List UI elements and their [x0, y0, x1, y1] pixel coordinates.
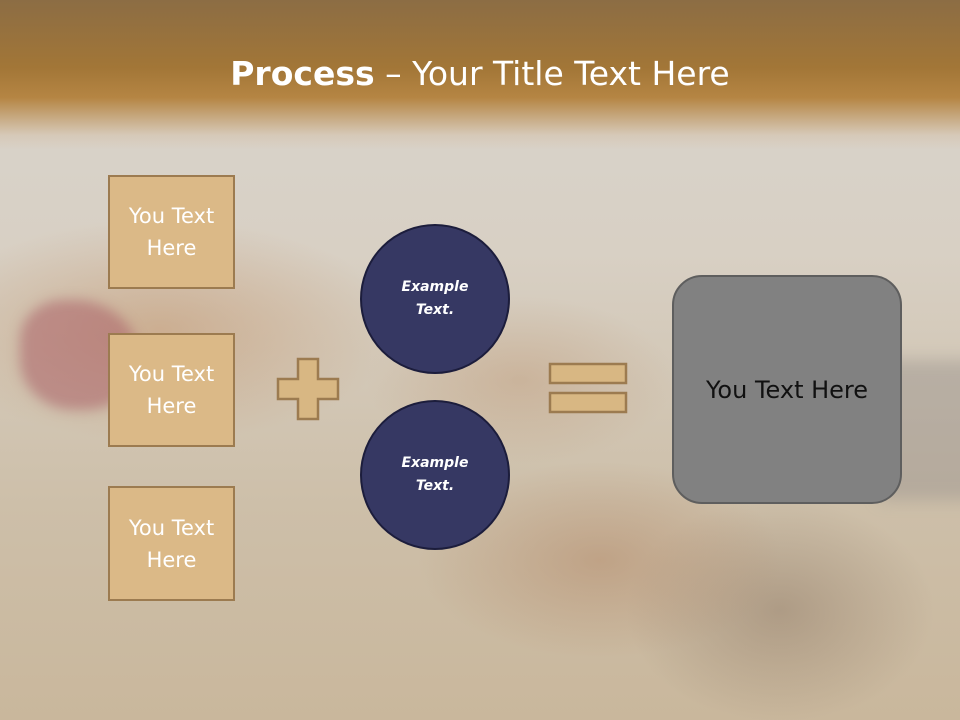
result-label: You Text Here [705, 375, 869, 404]
title-rest: – Your Title Text Here [374, 54, 730, 93]
text-box-1[interactable]: You Text Here [108, 175, 235, 289]
result-box[interactable]: You Text Here [672, 275, 902, 504]
example-circle-1[interactable]: Example Text. [360, 224, 510, 374]
text-box-label: You Text Here [128, 362, 215, 418]
text-box-label: You Text Here [128, 204, 215, 260]
example-circle-2[interactable]: Example Text. [360, 400, 510, 550]
plus-icon [276, 357, 340, 421]
title-bold: Process [230, 54, 375, 93]
circle-label: Example Text. [401, 455, 469, 494]
text-box-label: You Text Here [128, 515, 215, 572]
text-box-3[interactable]: You Text Here [108, 486, 235, 601]
title-banner [0, 0, 960, 150]
slide-title[interactable]: Process – Your Title Text Here [0, 54, 960, 93]
text-box-2[interactable]: You Text Here [108, 333, 235, 447]
equals-icon [548, 362, 628, 414]
circle-label: Example Text. [401, 279, 469, 318]
